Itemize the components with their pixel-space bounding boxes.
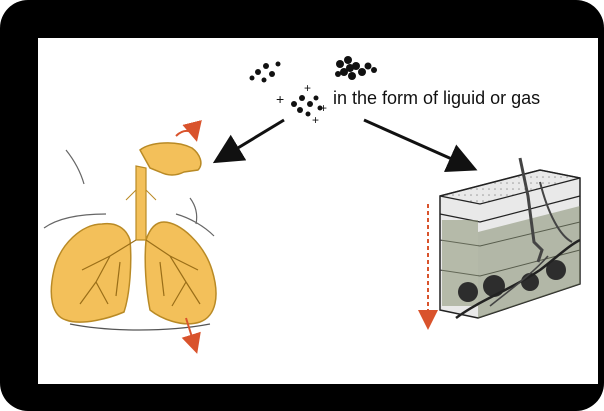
arrow-to-lungs-icon [218,120,284,160]
svg-text:+: + [312,113,319,127]
arrow-to-skin-icon [364,120,472,168]
svg-text:+: + [304,81,311,95]
respiratory-system-icon [44,131,216,350]
svg-text:+: + [320,101,327,115]
form-caption: in the form of liguid or gas [333,88,540,109]
skin-cross-section-icon [428,158,580,326]
svg-text:+: + [276,91,284,107]
